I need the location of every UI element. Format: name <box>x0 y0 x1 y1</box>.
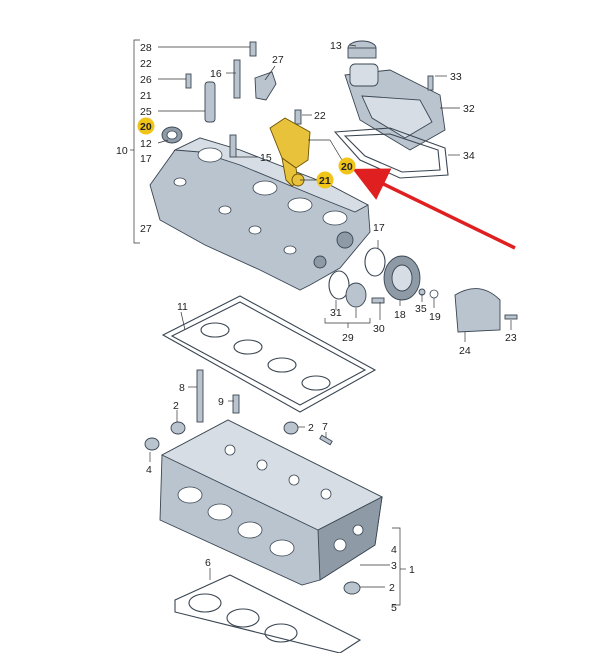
callout-12: 12 <box>140 138 152 150</box>
leader-lines <box>149 44 512 588</box>
callout-21-left: 21 <box>140 90 152 102</box>
callout-20-left: 20 <box>140 121 152 133</box>
valve-cover-gasket <box>161 295 377 413</box>
callout-27-bottom: 27 <box>140 223 152 235</box>
middle-small-parts <box>144 369 333 451</box>
callout-18: 18 <box>394 309 406 321</box>
callout-2-right: 2 <box>389 582 395 594</box>
callout-25: 25 <box>140 106 152 118</box>
callout-32: 32 <box>463 103 475 115</box>
callout-22-left: 22 <box>140 58 152 70</box>
badge-20-right <box>338 157 356 175</box>
callout-10: 10 <box>116 145 128 157</box>
callout-17-left: 17 <box>140 153 152 165</box>
callout-7: 7 <box>322 421 328 433</box>
breather-housing <box>333 40 449 179</box>
left-bracket <box>130 39 140 244</box>
callout-labels: 28 22 26 21 25 20 12 10 17 27 16 27 13 3… <box>116 40 517 614</box>
callout-9: 9 <box>218 396 224 408</box>
callout-26: 26 <box>140 74 152 86</box>
cylinder-head <box>159 419 383 595</box>
callout-2-left: 2 <box>173 400 179 412</box>
callout-28: 28 <box>140 42 152 54</box>
callout-2-middle: 2 <box>308 422 314 434</box>
callout-35: 35 <box>415 303 427 315</box>
highlighted-ignition-coil <box>269 117 311 187</box>
callout-8: 8 <box>179 382 185 394</box>
callout-19: 19 <box>429 311 441 323</box>
callout-11: 11 <box>177 301 188 313</box>
right-bracket <box>392 527 406 606</box>
callout-5: 5 <box>391 602 397 614</box>
callout-23: 23 <box>505 332 517 344</box>
badge-21 <box>316 171 334 189</box>
callout-17-right: 17 <box>373 222 385 234</box>
callout-21-right: 21 <box>319 175 331 187</box>
callout-22-right: 22 <box>314 110 326 122</box>
valve-cover <box>149 137 371 291</box>
callout-30: 30 <box>373 323 385 335</box>
callout-34: 34 <box>463 150 475 162</box>
timing-parts <box>328 247 518 333</box>
callout-1: 1 <box>409 564 415 576</box>
callout-6: 6 <box>205 557 211 569</box>
callout-24: 24 <box>459 345 471 357</box>
callout-20-right: 20 <box>341 161 353 173</box>
callout-15: 15 <box>260 152 272 164</box>
callout-31: 31 <box>330 307 342 319</box>
callout-3: 3 <box>391 560 397 572</box>
callout-29: 29 <box>342 332 354 344</box>
callout-16: 16 <box>210 68 222 80</box>
pointer-arrow <box>352 168 516 250</box>
upper-left-parts <box>161 41 302 158</box>
callout-33: 33 <box>450 71 462 83</box>
callout-4-left: 4 <box>146 464 152 476</box>
head-gasket <box>174 574 362 653</box>
callout-4-right: 4 <box>391 544 397 556</box>
badge-20-left <box>137 117 155 135</box>
callout-27-top: 27 <box>272 54 284 66</box>
callout-13: 13 <box>330 40 342 52</box>
